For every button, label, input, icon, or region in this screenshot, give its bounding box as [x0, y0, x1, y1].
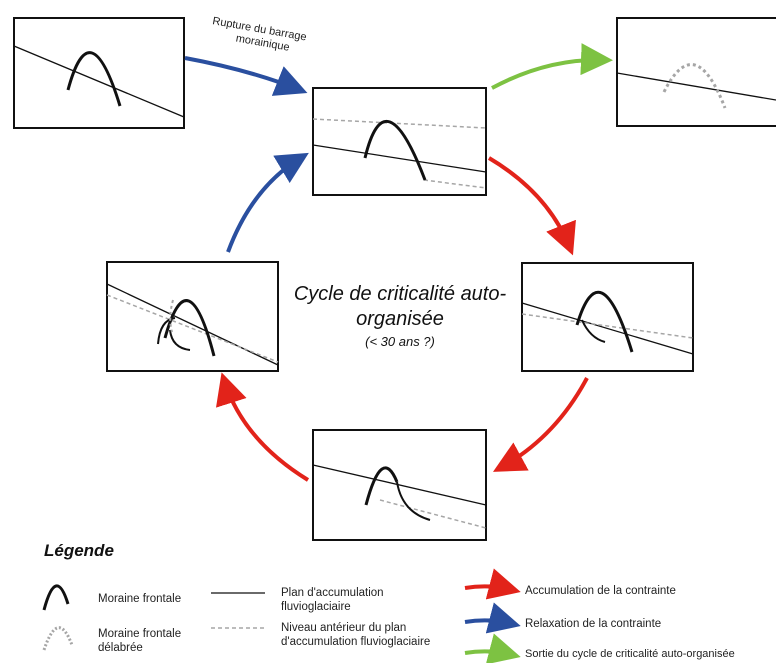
panel-bottom: [312, 429, 487, 541]
panel-left: [106, 261, 279, 372]
panel-top: [312, 87, 487, 196]
legend-sortie-label: Sortie du cycle de criticalité auto-orga…: [525, 648, 735, 660]
legend-moraine-delabree-symbol: [42, 626, 74, 651]
arrow-accumulation-3: [216, 372, 310, 482]
legend-moraine-delabree-label: Moraine frontale délabrée: [98, 628, 182, 654]
arrow-relaxation: [226, 152, 309, 253]
cycle-title: Cycle de criticalité auto-organisée: [293, 283, 507, 330]
legend-moraine-label: Moraine frontale: [98, 593, 182, 605]
legend-title: Légende: [44, 541, 114, 560]
legend-sortie-arrow: [464, 633, 521, 663]
legend-relaxation-label: Relaxation de la contrainte: [525, 618, 662, 630]
legend-accumulation-label: Accumulation de la contrainte: [525, 585, 676, 597]
legend-plan-label: Plan d'accumulation fluvioglaciaire: [281, 587, 384, 613]
panel-exit: [616, 17, 776, 127]
legend-moraine-symbol: [42, 584, 70, 611]
arrow-sortie: [491, 43, 613, 90]
panel-right: [521, 262, 694, 372]
arrow-accumulation-2: [492, 377, 589, 472]
panel-initial: [13, 17, 185, 129]
arrow-accumulation-1: [487, 156, 576, 256]
legend-accumulation-arrow: [464, 568, 521, 600]
legend-relaxation-arrow: [464, 602, 521, 634]
center-label: Cycle de criticalité auto-organisée (< 3…: [285, 282, 515, 349]
legend-niveau-label: Niveau antérieur du plan d'accumulation …: [281, 622, 431, 648]
cycle-subtitle: (< 30 ans ?): [365, 334, 435, 349]
arrow-rupture: [184, 56, 308, 96]
rupture-label: Rupture du barrage morainique: [209, 15, 310, 57]
